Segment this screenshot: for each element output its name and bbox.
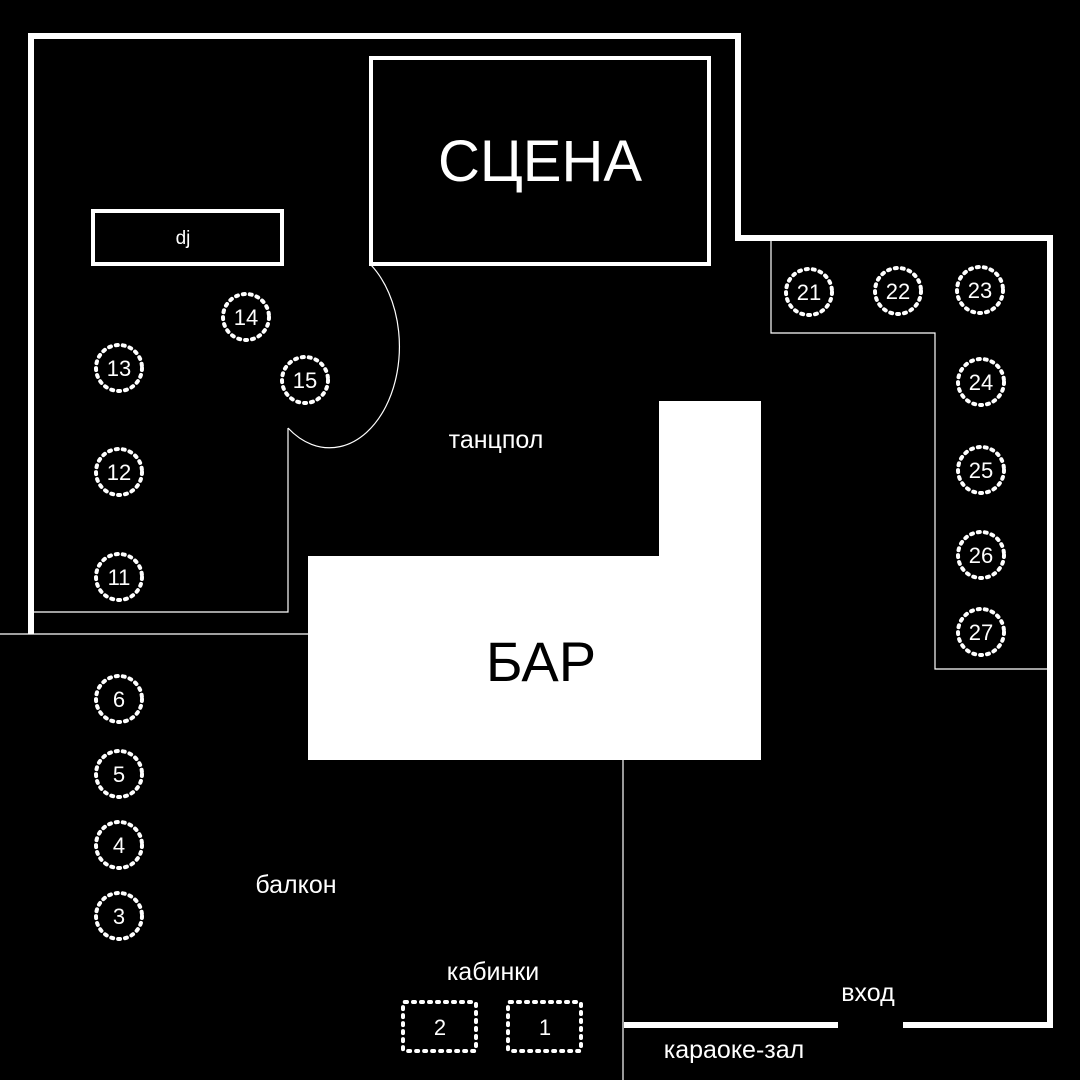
table-6[interactable]: 6 — [94, 674, 144, 724]
booth-number: 1 — [539, 1015, 551, 1040]
dj-booth-box — [91, 209, 284, 266]
stage-box — [369, 56, 711, 266]
table-number: 14 — [234, 305, 258, 330]
table-12[interactable]: 12 — [94, 447, 144, 497]
table-4[interactable]: 4 — [94, 820, 144, 870]
table-13[interactable]: 13 — [94, 343, 144, 393]
balcony-label: балкон — [255, 871, 336, 899]
table-26[interactable]: 26 — [956, 530, 1006, 580]
table-outline — [955, 265, 1005, 315]
table-outline — [956, 607, 1006, 657]
table-14[interactable]: 14 — [221, 292, 271, 342]
table-outline — [94, 552, 144, 602]
table-number: 4 — [113, 833, 125, 858]
table-25[interactable]: 25 — [956, 445, 1006, 495]
table-outline — [94, 447, 144, 497]
table-number: 21 — [797, 280, 821, 305]
dj-label: dj — [176, 228, 191, 249]
table-outline — [221, 292, 271, 342]
table-outline — [784, 267, 834, 317]
table-number: 25 — [969, 458, 993, 483]
table-outline — [280, 355, 330, 405]
booth-outline — [401, 1000, 478, 1053]
entrance-label: вход — [841, 979, 895, 1007]
table-23[interactable]: 23 — [955, 265, 1005, 315]
table-number: 6 — [113, 687, 125, 712]
table-outline — [956, 530, 1006, 580]
table-number: 23 — [968, 278, 992, 303]
table-number: 15 — [293, 368, 317, 393]
table-outline — [956, 445, 1006, 495]
booth-2[interactable]: 2 — [401, 1000, 478, 1053]
table-3[interactable]: 3 — [94, 891, 144, 941]
table-number: 5 — [113, 762, 125, 787]
table-number: 26 — [969, 543, 993, 568]
booth-number: 2 — [434, 1015, 446, 1040]
table-number: 22 — [886, 279, 910, 304]
table-outline — [94, 891, 144, 941]
table-number: 24 — [969, 370, 993, 395]
table-number: 13 — [107, 356, 131, 381]
table-27[interactable]: 27 — [956, 607, 1006, 657]
karaoke-label: караоке-зал — [664, 1036, 805, 1064]
table-22[interactable]: 22 — [873, 266, 923, 316]
table-outline — [956, 357, 1006, 407]
dancefloor-label: танцпол — [449, 426, 544, 454]
table-area-outline-right — [770, 238, 1050, 670]
table-5[interactable]: 5 — [94, 749, 144, 799]
booths-label: кабинки — [447, 958, 539, 986]
outer-wall — [28, 33, 1053, 1028]
table-area-outline-left — [31, 428, 289, 613]
table-number: 3 — [113, 904, 125, 929]
table-outline — [873, 266, 923, 316]
table-11[interactable]: 11 — [94, 552, 144, 602]
booth-1[interactable]: 1 — [506, 1000, 583, 1053]
stage-steps-arc — [287, 264, 400, 449]
table-number: 12 — [107, 460, 131, 485]
bar-label: БАР — [486, 630, 596, 693]
table-24[interactable]: 24 — [956, 357, 1006, 407]
booth-outline — [506, 1000, 583, 1053]
table-number: 27 — [969, 620, 993, 645]
table-15[interactable]: 15 — [280, 355, 330, 405]
stage-label: СЦЕНА — [438, 129, 642, 194]
table-21[interactable]: 21 — [784, 267, 834, 317]
table-outline — [94, 749, 144, 799]
table-outline — [94, 343, 144, 393]
table-outline — [94, 820, 144, 870]
table-outline — [94, 674, 144, 724]
bar-counter — [308, 401, 761, 760]
table-number: 11 — [108, 565, 131, 590]
